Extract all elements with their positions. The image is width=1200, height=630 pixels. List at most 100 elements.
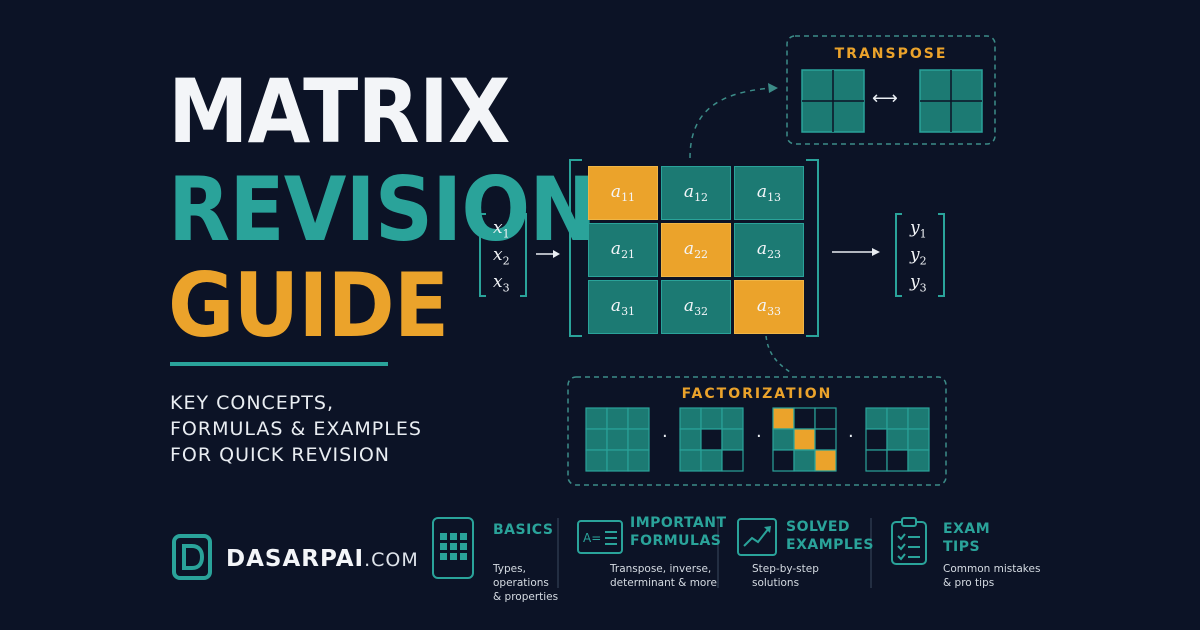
factor-cell [700, 449, 723, 472]
grid-icon [432, 517, 474, 583]
factorization-label: FACTORIZATION [681, 386, 833, 402]
math-symbol: y [910, 218, 920, 238]
feature-description: Common mistakes & pro tips [943, 563, 1041, 590]
factor-cell [585, 428, 608, 451]
clipboard-icon [890, 516, 928, 570]
matrix-cell: a32 [661, 280, 731, 334]
math-subscript: 1 [919, 227, 927, 241]
factor-cell [700, 407, 723, 430]
input_vector-entry: x2 [493, 245, 510, 267]
factor-cell [793, 407, 816, 430]
factor-cell [627, 407, 650, 430]
factor-cell [865, 449, 888, 472]
formula-icon: A= [577, 520, 623, 558]
math-subscript: 33 [767, 305, 782, 319]
clipboard-icon [891, 517, 927, 565]
math-symbol: x [493, 245, 503, 265]
subtitle-line-1: KEY CONCEPTS, [170, 392, 334, 414]
factor-cell [679, 407, 702, 430]
title-underline [170, 362, 388, 366]
factor-cell [814, 428, 837, 451]
chart-up-icon [737, 518, 777, 560]
math-symbol: x [493, 272, 503, 292]
math-subscript: 21 [621, 248, 636, 262]
factor-cell [585, 449, 608, 472]
math-subscript: 23 [767, 248, 782, 262]
factor-cell [606, 449, 629, 472]
math-subscript: 3 [502, 281, 510, 295]
output_vector-entry: y3 [910, 272, 927, 294]
factor-cell [772, 428, 795, 451]
matrix-cell: a11 [588, 166, 658, 220]
feature-title: IMPORTANT FORMULAS [630, 515, 727, 550]
factor-cell [772, 449, 795, 472]
factor-cell [627, 449, 650, 472]
brand-name-text: DASARPAI [226, 546, 365, 572]
input_vector-entry: x1 [493, 218, 510, 240]
factor-cell [886, 407, 909, 430]
math-subscript: 1 [502, 227, 510, 241]
matrix-cell: a21 [588, 223, 658, 277]
factor-dot: · [756, 426, 762, 447]
math-subscript: 2 [502, 254, 510, 268]
math-subscript: 13 [767, 191, 782, 205]
feature-description: Step-by-step solutions [752, 563, 819, 590]
output_vector-entry: y1 [910, 218, 927, 240]
matrix-cell: a31 [588, 280, 658, 334]
title-line-1: MATRIX [168, 60, 510, 163]
title-line-3: GUIDE [168, 254, 449, 357]
factor-cell [627, 428, 650, 451]
math-subscript: 31 [621, 305, 636, 319]
math-symbol: a [683, 295, 695, 316]
feature-title: SOLVED EXAMPLES [786, 519, 874, 554]
factor-cell [606, 407, 629, 430]
factor-cell [721, 407, 744, 430]
svg-text:A=: A= [583, 531, 601, 545]
swap-arrow-icon: ⟷ [872, 88, 898, 109]
factor-cell [679, 428, 702, 451]
math-symbol: a [756, 181, 768, 202]
brand-domain-text: .COM [364, 549, 419, 571]
factor-cell [886, 449, 909, 472]
factor-cell [907, 428, 930, 451]
factor-cell [700, 428, 723, 451]
math-symbol: a [610, 238, 622, 259]
factor-cell [865, 407, 888, 430]
matrix-cell: a22 [661, 223, 731, 277]
matrix-cell: a13 [734, 166, 804, 220]
factor-cell [814, 407, 837, 430]
factor-cell [886, 428, 909, 451]
factor-cell [772, 407, 795, 430]
feature-description: Types, operations & properties [493, 563, 559, 604]
math-symbol: a [683, 181, 695, 202]
factor-cell [907, 407, 930, 430]
factor-cell [606, 428, 629, 451]
subtitle-line-2: FORMULAS & EXAMPLES [170, 418, 422, 440]
factor-cell [865, 428, 888, 451]
math-symbol: a [756, 295, 768, 316]
factor-dot: · [848, 426, 854, 447]
output_vector-entry: y2 [910, 245, 927, 267]
brand-name: DASARPAI.COM [226, 546, 419, 572]
feature-description: Transpose, inverse, determinant & more [610, 563, 717, 590]
math-symbol: x [493, 218, 503, 238]
math-symbol: a [683, 238, 695, 259]
input_vector-entry: x3 [493, 272, 510, 294]
math-symbol: a [610, 295, 622, 316]
math-subscript: 3 [919, 281, 927, 295]
factor-cell [793, 449, 816, 472]
factor-cell [907, 449, 930, 472]
math-subscript: 12 [694, 191, 709, 205]
math-subscript: 11 [621, 191, 636, 205]
matrix-cell: a23 [734, 223, 804, 277]
matrix-cell: a12 [661, 166, 731, 220]
math-symbol: y [910, 272, 920, 292]
factor-cell [721, 428, 744, 451]
math-symbol: a [610, 181, 622, 202]
formula-icon: A= [577, 520, 623, 554]
factor-cell [679, 449, 702, 472]
feature-title: EXAM TIPS [943, 521, 991, 556]
factor-cell [585, 407, 608, 430]
chart-up-icon [737, 518, 777, 556]
